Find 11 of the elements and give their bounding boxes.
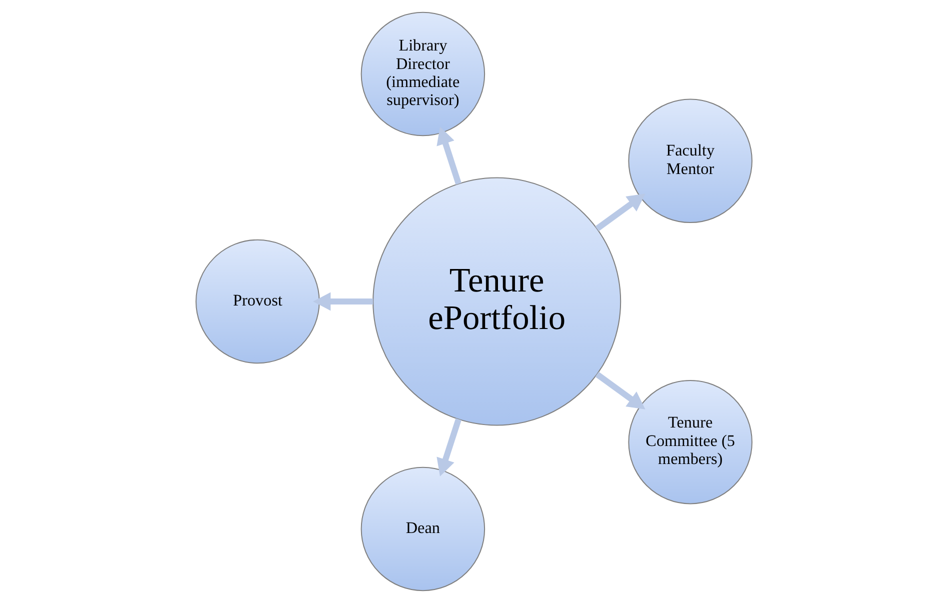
arrow bbox=[594, 194, 645, 232]
node-circle: Tenure Committee (5 members) bbox=[628, 380, 752, 504]
arrow bbox=[594, 372, 645, 410]
arrow bbox=[436, 418, 461, 476]
node-circle: Faculty Mentor bbox=[628, 98, 752, 224]
arrow bbox=[312, 292, 373, 311]
node-circle: Library Director (immediate supervisor) bbox=[360, 12, 485, 136]
node-circle: Tenure ePortfolio bbox=[372, 177, 621, 426]
arrow bbox=[436, 126, 461, 185]
node-circle: Provost bbox=[195, 239, 320, 364]
node-circle: Dean bbox=[360, 466, 485, 592]
